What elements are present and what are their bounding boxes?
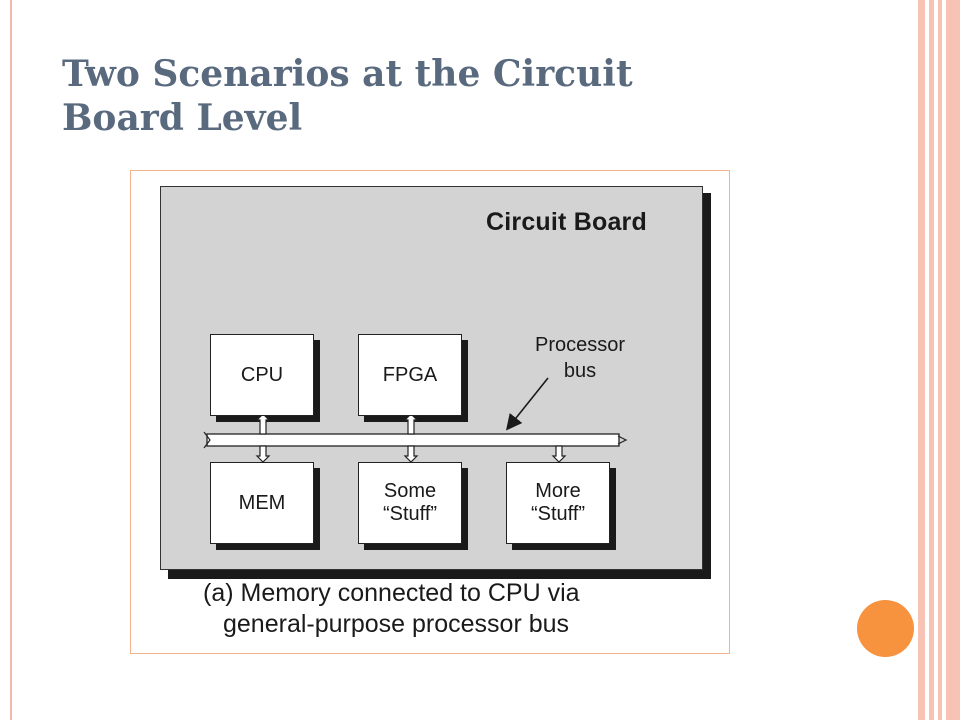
- cpu-label: CPU: [240, 363, 284, 386]
- slide-title-line-2: Board Level: [62, 97, 303, 139]
- fpga-block: FPGA: [358, 334, 462, 416]
- mem-label: MEM: [238, 491, 286, 514]
- processor-bus-label: Processor bus: [515, 332, 645, 384]
- caption-line-1: (a) Memory connected to CPU via: [203, 579, 580, 607]
- processor-bus: [203, 431, 628, 449]
- some-stuff-bus-link: [403, 445, 419, 463]
- mem-block: MEM: [210, 462, 314, 544]
- left-decorative-rule: [10, 0, 12, 720]
- more-stuff-block: More “Stuff”: [506, 462, 610, 544]
- mem-bus-link: [255, 445, 271, 463]
- slide-title: Two Scenarios at the Circuit Board Level: [62, 52, 822, 140]
- orange-circle-decoration: [857, 600, 914, 657]
- more-stuff-bus-link: [551, 445, 567, 463]
- some-stuff-block: Some “Stuff”: [358, 462, 462, 544]
- caption-line-2: general-purpose processor bus: [223, 610, 570, 638]
- bus-pointer-arrow: [506, 377, 549, 431]
- more-stuff-label: More “Stuff”: [530, 480, 586, 525]
- slide-title-line-1: Two Scenarios at the Circuit: [62, 53, 633, 95]
- stripe: [946, 0, 960, 720]
- stripe: [938, 0, 942, 720]
- cpu-bus-link: [255, 413, 271, 435]
- right-decorative-stripes: [918, 0, 960, 720]
- figure-caption: (a) Memory connected to CPU via general-…: [203, 578, 723, 640]
- circuit-board-label: Circuit Board: [486, 208, 647, 236]
- fpga-label: FPGA: [382, 363, 438, 386]
- stripe: [918, 0, 925, 720]
- stripe: [929, 0, 934, 720]
- fpga-bus-link: [403, 413, 419, 435]
- cpu-block: CPU: [210, 334, 314, 416]
- bus-label-line-1: Processor: [534, 334, 626, 356]
- some-stuff-label: Some “Stuff”: [382, 480, 438, 525]
- bus-label-line-2: bus: [563, 360, 597, 382]
